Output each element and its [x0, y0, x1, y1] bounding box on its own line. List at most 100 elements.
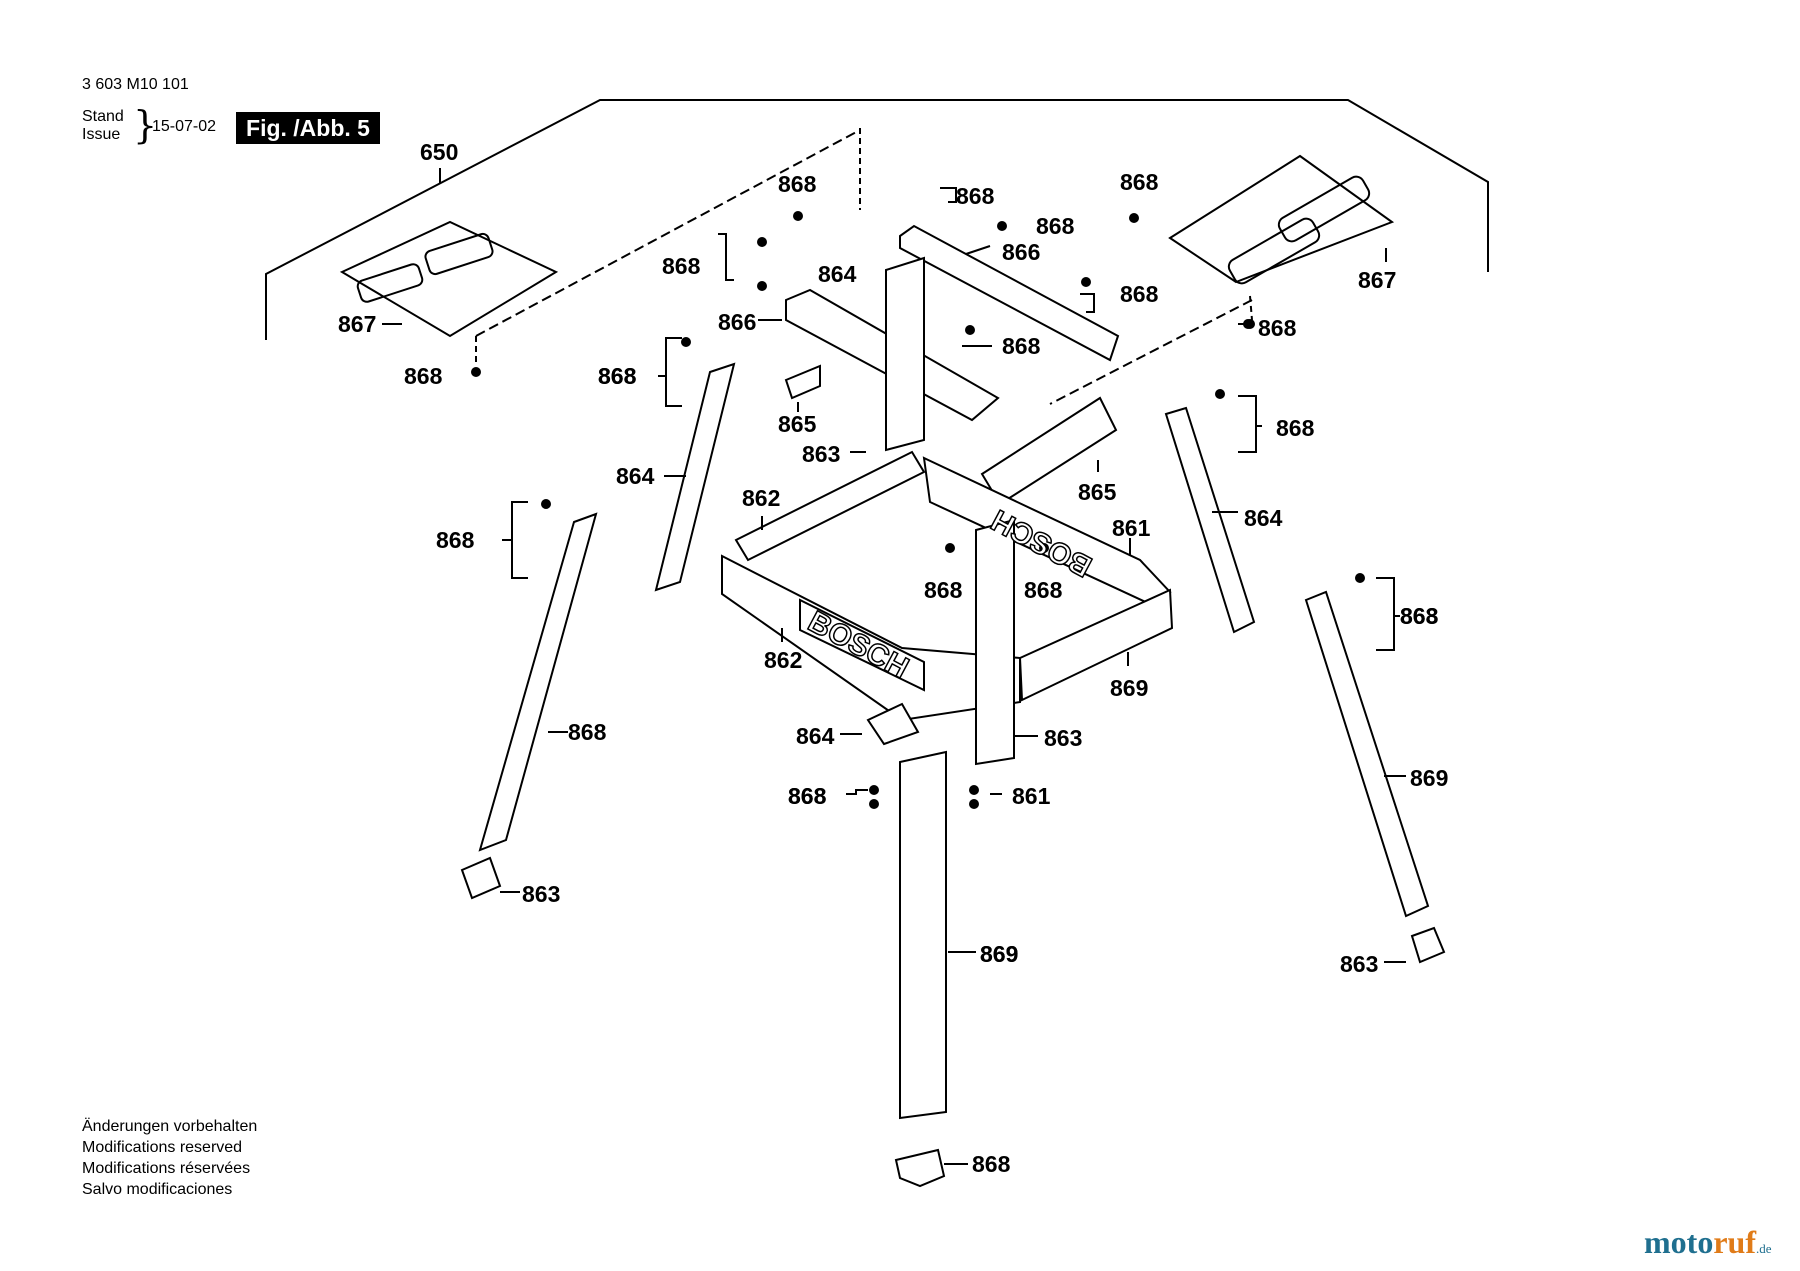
fastener [681, 337, 691, 347]
leader-868-top [940, 187, 957, 203]
leg-863-right [1304, 590, 1430, 918]
callout-863: 869 [1410, 765, 1448, 791]
leader-868-group-far-right-b [1376, 616, 1395, 651]
callout-869: 864 [796, 723, 835, 749]
callout-868: 868 [598, 363, 637, 389]
brand-name-a: moto [1644, 1224, 1714, 1260]
bracket-865-left [784, 364, 821, 400]
callout-863: 869 [980, 941, 1018, 967]
callout-866: 866 [718, 309, 756, 335]
fastener [869, 785, 879, 795]
leader-868-group-left [658, 337, 682, 377]
plate-slot [424, 232, 494, 276]
leader-868-left-stack [718, 233, 734, 281]
leader-868-lower-left [846, 789, 868, 795]
fastener [965, 325, 975, 335]
callout-864: 864 [1244, 505, 1283, 531]
callout-869: 863 [522, 881, 560, 907]
leader-868-mid [1080, 293, 1095, 313]
leg-863-center [899, 750, 947, 1120]
callout-861: 862 [764, 647, 802, 673]
callout-868: 868 [1400, 603, 1439, 629]
fastener [969, 799, 979, 809]
callout-869: 868 [972, 1151, 1011, 1177]
top-plate-left [339, 220, 559, 338]
callout-862: 862 [742, 485, 780, 511]
post-864-right [1164, 406, 1256, 634]
brand-name-b: ruf [1713, 1224, 1756, 1260]
fastener [1243, 319, 1253, 329]
callout-868: 868 [1024, 577, 1063, 603]
fastener [1129, 213, 1139, 223]
fastener [945, 543, 955, 553]
foot-869-center-top [866, 702, 920, 746]
fastener [757, 237, 767, 247]
center-post [885, 256, 925, 452]
callout-868: 868 [1002, 333, 1041, 359]
frame-862-left [734, 450, 926, 562]
leader-868-group-right [1238, 395, 1262, 427]
callout-labels: 650 868 868 868 866 868 868 864 866 867 … [338, 139, 1448, 1177]
issue-label: Issue [82, 126, 121, 143]
figure-label: Fig. /Abb. 5 [236, 112, 380, 144]
callout-868: 868 [662, 253, 701, 279]
leader-868-group-left-b [665, 376, 682, 407]
callout-867: 867 [1358, 267, 1396, 293]
plate-slot [1277, 175, 1371, 243]
callout-866: 866 [1002, 239, 1040, 265]
fastener [793, 211, 803, 221]
callout-868: 868 [404, 363, 443, 389]
fastener [471, 367, 481, 377]
callout-862: 869 [1110, 675, 1148, 701]
callout-869: 863 [1340, 951, 1378, 977]
callout-868: 868 [788, 783, 827, 809]
modifications-notice: Änderungen vorbehalten Modifications res… [82, 1116, 257, 1200]
fastener [1081, 277, 1091, 287]
brand-tld: .de [1755, 1241, 1772, 1256]
callout-868: 868 [1120, 281, 1159, 307]
callout-868: 863 [1400, 603, 1438, 629]
callout-868: 868 [1258, 315, 1297, 341]
callout-864: 863 [1044, 725, 1082, 751]
foot-869-left [460, 856, 502, 900]
fastener-markers [471, 211, 1365, 809]
leader-868-group-far-left [502, 501, 528, 541]
callout-863: 869 [980, 941, 1018, 967]
leader-868-group-right-b [1238, 426, 1257, 453]
fastener [757, 281, 767, 291]
leader-866-a [965, 245, 991, 255]
callout-650: 650 [420, 139, 458, 165]
footer-line-es: Salvo modificaciones [82, 1181, 233, 1198]
document-id: 3 603 M10 101 [82, 76, 189, 93]
fastener [1039, 543, 1049, 553]
fastener [1215, 389, 1225, 399]
callout-861: 861 [1112, 515, 1151, 541]
foot-869-bottom [894, 1148, 946, 1188]
callout-868: 868 [778, 171, 817, 197]
callout-868: 868 [436, 527, 475, 553]
plate-slot [1227, 217, 1321, 285]
crossbar-866-a [899, 224, 1120, 362]
post-864-center [975, 518, 1015, 766]
footer-line-en: Modifications reserved [82, 1139, 243, 1156]
foot-869-right [1410, 926, 1446, 964]
callout-868: 868 [1120, 169, 1159, 195]
callout-867: 867 [338, 311, 376, 337]
footer-line-fr: Modifications réservées [82, 1160, 251, 1177]
dash-line [475, 129, 861, 337]
issue-date: 15-07-02 [152, 118, 217, 135]
callout-868: 868 [598, 363, 637, 389]
fastener [1355, 573, 1365, 583]
brace-symbol: } [133, 103, 158, 147]
assembly-frame [265, 99, 1489, 340]
callout-864: 864 [616, 463, 655, 489]
callout-868: 861 [1012, 783, 1051, 809]
logo-plate [799, 598, 925, 692]
brand-watermark: motoruf.de [1644, 1224, 1772, 1261]
leader-868-group-far-left-b [511, 540, 528, 579]
fastener [969, 785, 979, 795]
callout-864: 864 [818, 261, 857, 287]
stand-label: Stand [82, 108, 124, 125]
callout-863: 868 [568, 719, 607, 745]
